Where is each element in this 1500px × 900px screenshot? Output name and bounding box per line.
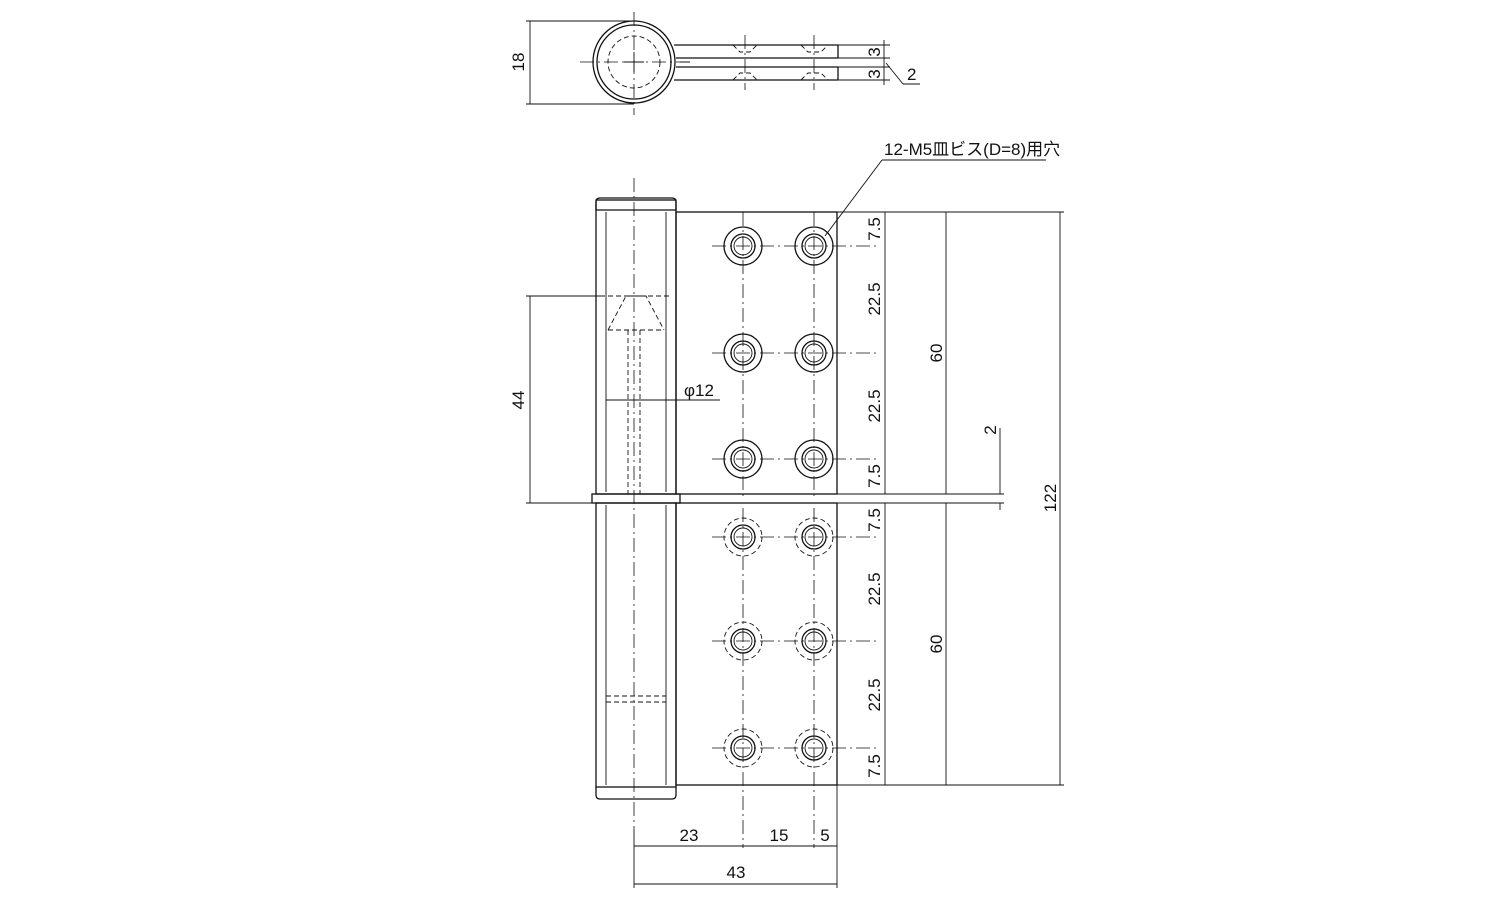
dim-top-2: 2 bbox=[907, 65, 916, 84]
dim-lower-60: 60 bbox=[927, 635, 946, 654]
dim-upper-7.5a: 7.5 bbox=[865, 217, 884, 241]
front-view: 12-M5皿ビス(D=8)用穴 44 φ12 7.5 22.5 22.5 7.5… bbox=[509, 140, 1064, 888]
dim-23: 23 bbox=[680, 826, 699, 845]
upper-knuckle bbox=[595, 197, 677, 495]
dim-upper-7.5b: 7.5 bbox=[865, 464, 884, 488]
hole-callout: 12-M5皿ビス(D=8)用穴 bbox=[884, 140, 1060, 159]
dim-43: 43 bbox=[727, 863, 746, 882]
dim-top-3b: 3 bbox=[865, 69, 884, 78]
dim-44: 44 bbox=[509, 391, 528, 410]
dim-lower-22.5b: 22.5 bbox=[865, 678, 884, 711]
dim-lower-22.5a: 22.5 bbox=[865, 572, 884, 605]
top-leaves bbox=[674, 35, 839, 90]
knuckle-joint bbox=[591, 493, 681, 504]
lower-knuckle bbox=[595, 502, 677, 800]
dim-lower-7.5a: 7.5 bbox=[865, 508, 884, 532]
upper-screw-holes bbox=[723, 226, 834, 479]
spacing-dims: 7.5 22.5 22.5 7.5 7.5 22.5 22.5 7.5 bbox=[837, 211, 1064, 786]
dim-top-18: 18 bbox=[509, 53, 528, 72]
width-dims: 23 15 5 43 bbox=[633, 785, 838, 888]
dim-top-3a: 3 bbox=[865, 47, 884, 56]
dim-15: 15 bbox=[770, 826, 789, 845]
dim-upper-22.5b: 22.5 bbox=[865, 389, 884, 422]
hole-center-lines bbox=[712, 212, 880, 848]
lower-screw-holes bbox=[723, 517, 834, 768]
dim-122: 122 bbox=[1041, 484, 1060, 512]
dim-phi12: φ12 bbox=[684, 381, 714, 400]
lower-leaf bbox=[675, 502, 838, 786]
dim-gap-2: 2 bbox=[981, 425, 1000, 434]
top-view: 18 3 3 2 bbox=[509, 12, 920, 115]
dim-lower-7.5b: 7.5 bbox=[865, 754, 884, 778]
dim-upper-22.5a: 22.5 bbox=[865, 282, 884, 315]
dim-upper-60: 60 bbox=[927, 344, 946, 363]
dim-5: 5 bbox=[820, 826, 829, 845]
